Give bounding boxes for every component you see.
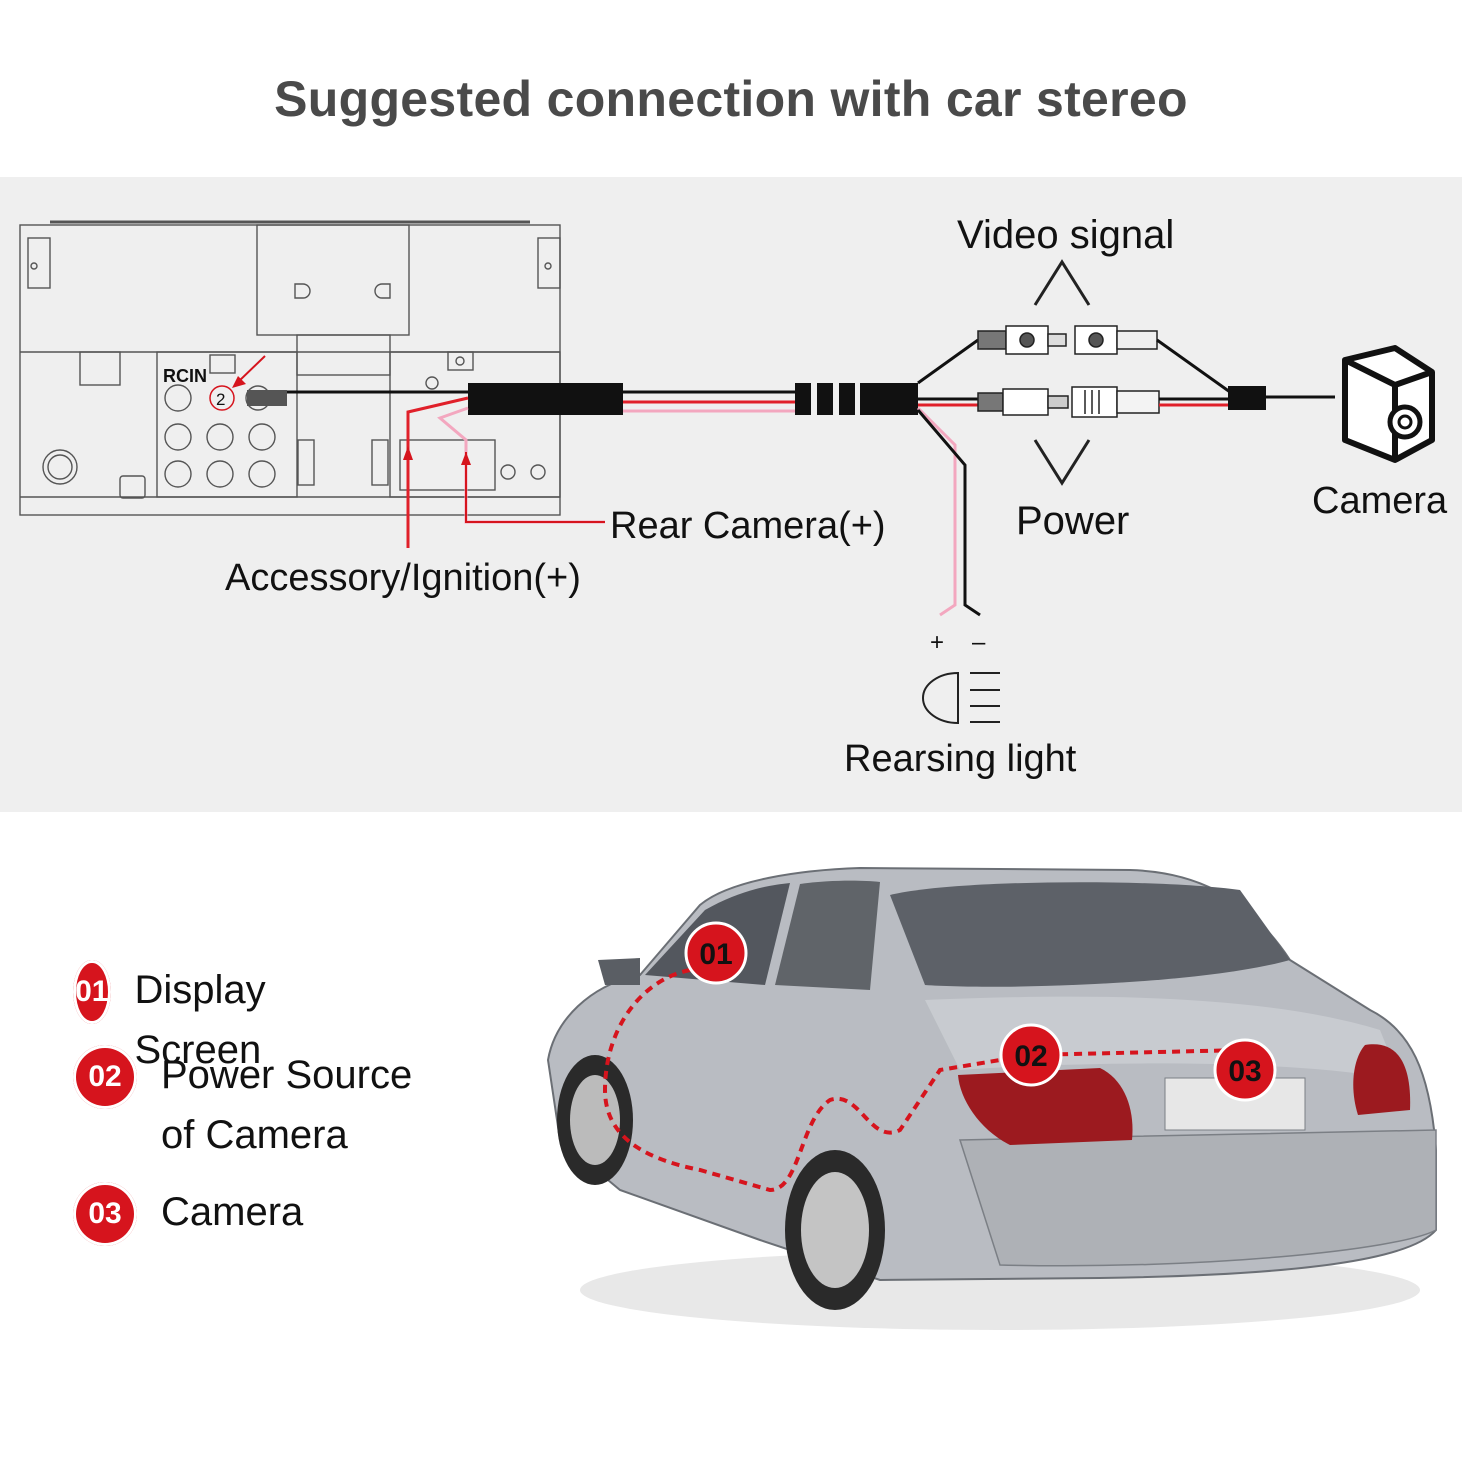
legend-item-display-screen: 01 Display Screen	[73, 960, 292, 1080]
svg-text:01: 01	[699, 938, 732, 971]
rcin-number: 2	[216, 390, 225, 409]
svg-text:03: 03	[1228, 1055, 1261, 1088]
legend-item-power-source: 02 Power Source of Camera	[73, 1045, 451, 1165]
legend-badge: 03	[73, 1182, 137, 1246]
car-marker-03: 03	[1213, 1038, 1277, 1102]
plus-sign: +	[930, 629, 944, 656]
video-branch-wire	[917, 338, 979, 385]
legend-badge: 01	[73, 960, 111, 1024]
legend-text: Power Source of Camera	[161, 1053, 413, 1157]
rcin-label: RCIN	[163, 366, 207, 386]
video-signal-chevron-icon	[1033, 259, 1091, 306]
reverse-light-pink-wire	[916, 406, 957, 617]
main-cable	[287, 383, 918, 415]
rear-camera-pointer	[465, 452, 605, 523]
minus-sign: –	[972, 629, 986, 656]
rear-camera-arrowhead	[461, 452, 471, 465]
car-marker-01: 01	[684, 921, 748, 985]
camera-cable-joint	[1228, 386, 1266, 410]
legend-badge: 02	[73, 1045, 137, 1109]
reverse-light-black-wire	[916, 409, 981, 617]
legend-text: Camera	[161, 1190, 304, 1234]
rca-input-jack	[245, 385, 287, 411]
rcin-number-circle	[209, 385, 235, 411]
accessory-arrowhead	[403, 446, 413, 460]
legend-text: Display Screen	[134, 968, 266, 1072]
power-chevron-icon	[1033, 439, 1091, 486]
power-label: Power	[1016, 499, 1129, 543]
legend-item-camera: 03 Camera	[73, 1182, 303, 1246]
wiring-diagram-panel	[0, 177, 1462, 812]
reversing-light-label: Rearsing light	[844, 738, 1077, 780]
svg-text:02: 02	[1014, 1040, 1047, 1073]
car-stereo-unit	[19, 220, 561, 516]
rcin-arrowhead	[232, 376, 246, 388]
accessory-ignition-label: Accessory/Ignition(+)	[225, 557, 581, 599]
camera-icon	[1342, 345, 1435, 463]
page-title: Suggested connection with car stereo	[274, 71, 1188, 127]
car-marker-02: 02	[999, 1023, 1063, 1087]
dc-power-connector	[977, 386, 1160, 418]
accessory-wire	[406, 396, 469, 548]
reversing-light-icon	[922, 671, 1000, 725]
camera-label: Camera	[1312, 480, 1448, 522]
rca-video-connector	[977, 325, 1158, 355]
rear-camera-label: Rear Camera(+)	[610, 505, 886, 547]
video-to-camera-wire	[1156, 338, 1231, 394]
car-illustration	[546, 866, 1437, 1330]
rcin-pointer-arrow	[236, 355, 266, 384]
video-signal-label: Video signal	[957, 213, 1174, 257]
